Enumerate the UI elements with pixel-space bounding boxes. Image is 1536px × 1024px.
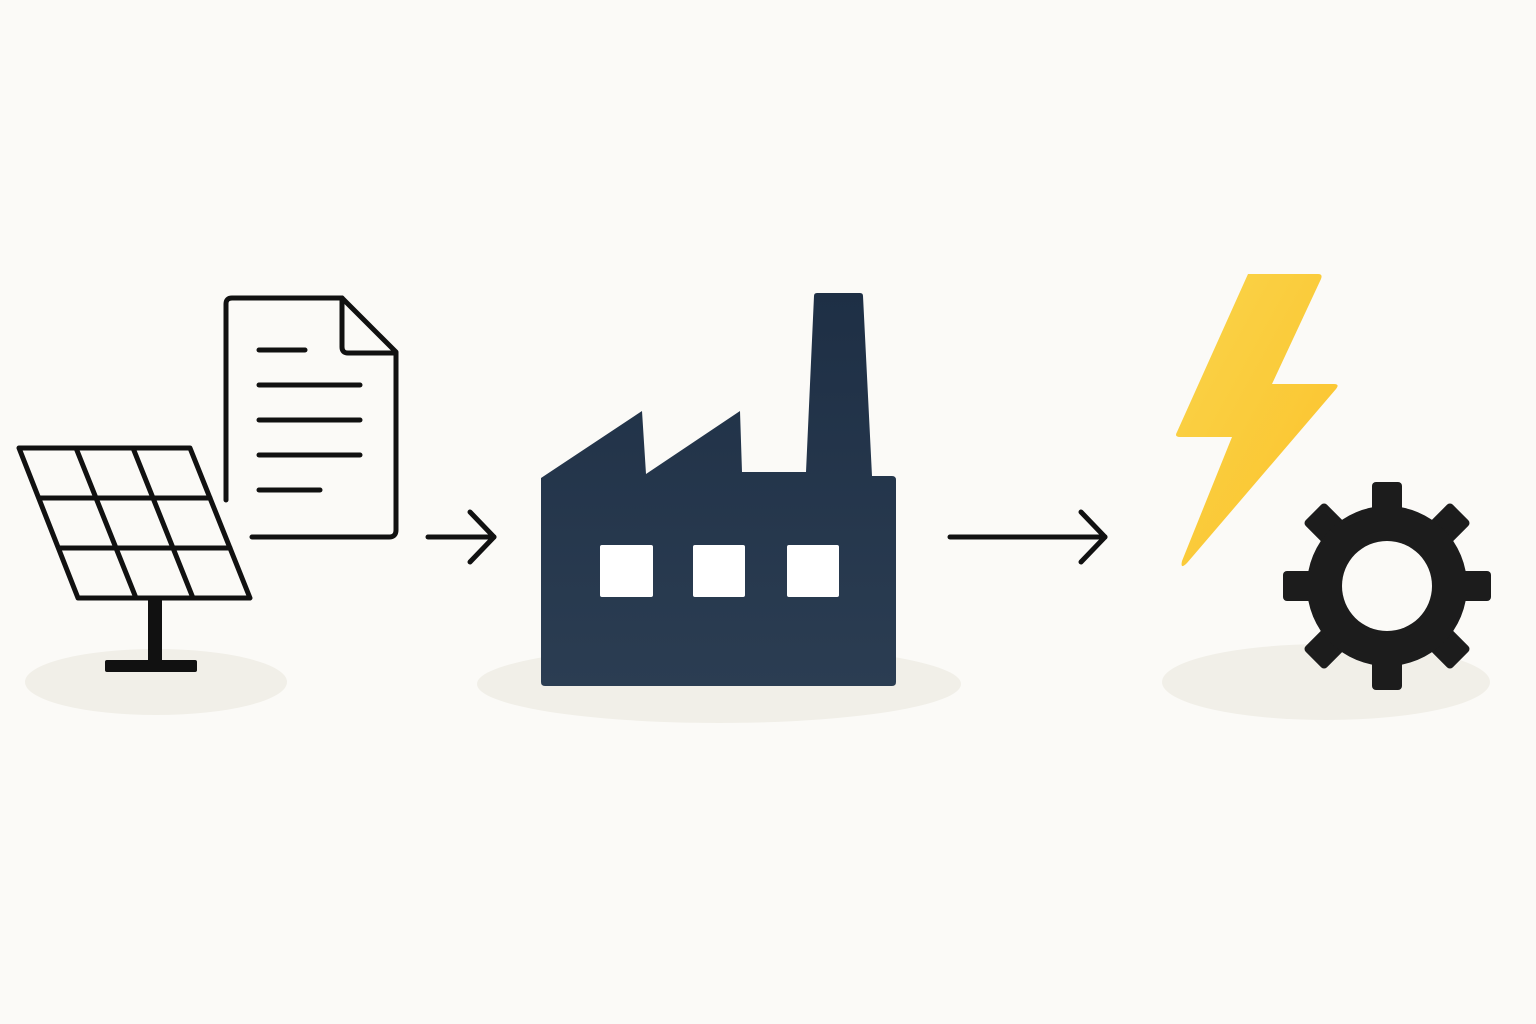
arrow-right-icon (947, 509, 1108, 565)
gear-icon (1283, 482, 1491, 690)
solar-panel-icon (16, 445, 253, 672)
arrow-right-icon (425, 509, 497, 565)
factory-window (600, 545, 653, 597)
document-icon (223, 295, 399, 540)
factory-window (787, 545, 839, 597)
input-shadow (25, 649, 287, 715)
lightning-bolt-icon (1176, 274, 1338, 567)
factory-icon (541, 293, 896, 686)
factory-window (693, 545, 745, 597)
